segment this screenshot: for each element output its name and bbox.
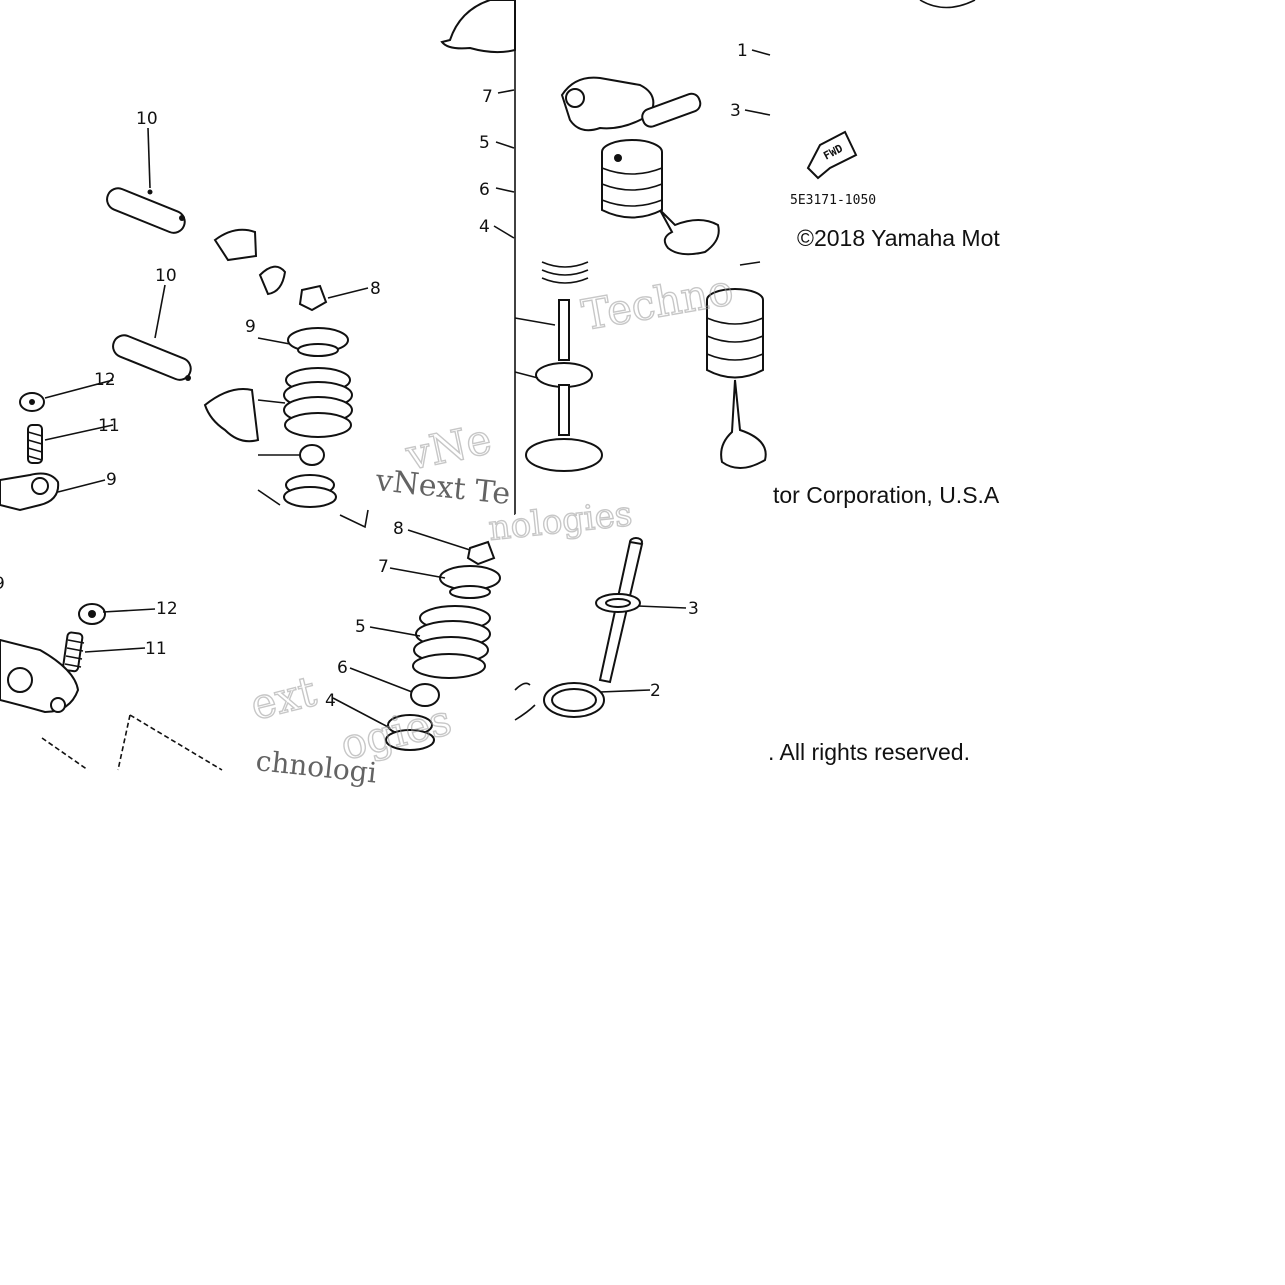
callout-9-left: 9: [106, 470, 117, 490]
callout-8-left: 8: [370, 279, 381, 299]
rocker-shaft-mid: [112, 334, 192, 381]
spring-retainer-7: [287, 327, 349, 357]
valve-spring-right: [706, 288, 767, 469]
valve-seal-3: [595, 593, 641, 613]
copyright-line-2: tor Corporation, U.S.A: [773, 482, 1000, 508]
fwd-arrow-icon: FWD: [806, 130, 858, 180]
spring-seat-6b: [410, 683, 440, 707]
rocker-arm-left-upper: [0, 472, 60, 512]
valve-spring-upper: [601, 139, 663, 219]
valve-head-upper: [659, 209, 720, 256]
callout-1: 1: [737, 41, 748, 61]
callout-3-bottom: 3: [688, 599, 699, 619]
valve-spring-4b: [385, 714, 435, 751]
rocker-shaft-top: [106, 187, 186, 234]
panel-left: [0, 187, 260, 771]
callout-7-top: 7: [482, 87, 493, 107]
callout-3-top: 3: [730, 101, 741, 121]
panel-center-bottom: [514, 537, 644, 721]
locknut-upper: [19, 392, 45, 412]
callout-11-lower: 11: [145, 639, 167, 659]
callout-10-top: 10: [136, 109, 158, 129]
callout-12-upper: 12: [94, 370, 116, 390]
callout-2: 2: [650, 681, 661, 701]
watermark-text-5: ext: [246, 666, 321, 729]
adjuster-screw-upper: [27, 424, 43, 464]
locknut-lower: [78, 603, 106, 625]
callout-numbers: 1 3 7 5 6 4 10 10 8 9 12 11 9 9 12 11 8 …: [0, 41, 748, 711]
callout-4-top: 4: [479, 217, 490, 237]
valve-cotter-8: [298, 284, 328, 312]
leader-lines: [44, 49, 771, 729]
valve-spring-5: [283, 367, 353, 438]
callout-9-edge: 9: [0, 574, 5, 594]
valve-cotter-8b: [466, 540, 496, 566]
callout-10-mid: 10: [155, 266, 177, 286]
callout-6-center: 6: [337, 658, 348, 678]
adjuster-screw-lower: [62, 631, 85, 673]
rocker-arm-top-fragment: [440, 0, 516, 54]
callout-4-center: 4: [325, 691, 336, 711]
panel-center-left: [257, 265, 501, 751]
valve-stem-center: [525, 299, 603, 472]
spring-seat-6: [299, 444, 325, 466]
callout-11-upper: 11: [98, 416, 120, 436]
copyright-line-3: . All rights reserved.: [768, 739, 970, 765]
callout-9-mid: 9: [245, 317, 256, 337]
valve-spring-lower: [541, 261, 589, 284]
spring-retainer-7b: [439, 565, 501, 599]
callout-7-center: 7: [378, 557, 389, 577]
callout-8-center: 8: [393, 519, 404, 539]
valve-head-2: [543, 682, 605, 718]
part-code: 5E3171-1050: [790, 193, 876, 208]
callout-12-lower: 12: [156, 599, 178, 619]
watermark-text-2: vNext Te: [373, 463, 512, 512]
callout-6-top: 6: [479, 180, 490, 200]
callout-5-top: 5: [479, 133, 490, 153]
callout-5-center: 5: [355, 617, 366, 637]
copyright-line-1: ©2018 Yamaha Mot: [797, 225, 1000, 251]
valve-spring-5b: [412, 605, 491, 679]
rocker-arm-center: [203, 388, 260, 443]
panel-top-center: [440, 0, 770, 516]
valve-spring-4: [283, 474, 337, 508]
